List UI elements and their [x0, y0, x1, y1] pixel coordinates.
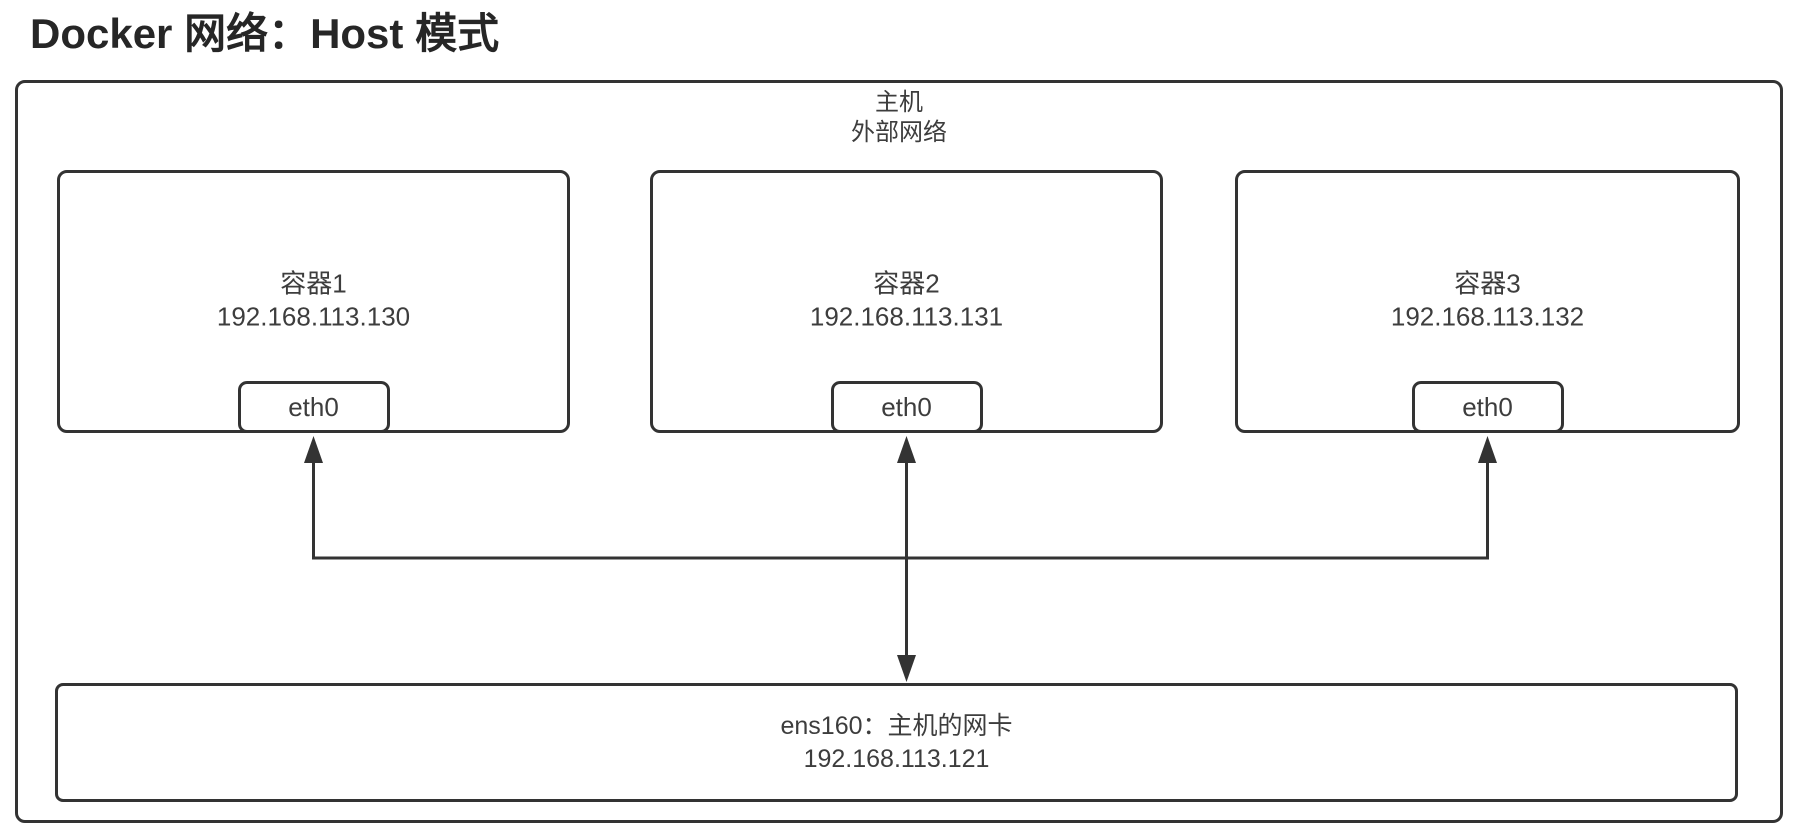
container1-ip: 192.168.113.130 — [216, 301, 411, 332]
diagram-title: Docker 网络：Host 模式 — [30, 10, 500, 57]
container1-label: 容器1 192.168.113.130 — [60, 267, 567, 333]
container2-box: 容器2 192.168.113.131 eth0 — [650, 170, 1163, 433]
container3-eth0-box: eth0 — [1411, 381, 1564, 433]
host-nic-label: ens160：主机的网卡 — [780, 711, 1013, 740]
host-label: 主机 外部网络 — [18, 83, 1780, 148]
container3-box: 容器3 192.168.113.132 eth0 — [1235, 170, 1740, 433]
host-label-line1: 主机 — [875, 89, 923, 116]
container2-eth0-box: eth0 — [830, 381, 983, 433]
host-nic-box: ens160：主机的网卡 192.168.113.121 — [55, 683, 1738, 802]
container3-ip: 192.168.113.132 — [1390, 301, 1585, 332]
container2-ip: 192.168.113.131 — [809, 301, 1004, 332]
container3-name: 容器3 — [1454, 268, 1521, 299]
host-nic-ip: 192.168.113.121 — [803, 744, 990, 773]
container1-eth0-box: eth0 — [237, 381, 390, 433]
host-label-line2: 外部网络 — [851, 119, 947, 146]
container2-label: 容器2 192.168.113.131 — [653, 267, 1160, 333]
container1-box: 容器1 192.168.113.130 eth0 — [57, 170, 570, 433]
container2-name: 容器2 — [873, 268, 940, 299]
container1-name: 容器1 — [280, 268, 347, 299]
container3-label: 容器3 192.168.113.132 — [1238, 267, 1737, 333]
